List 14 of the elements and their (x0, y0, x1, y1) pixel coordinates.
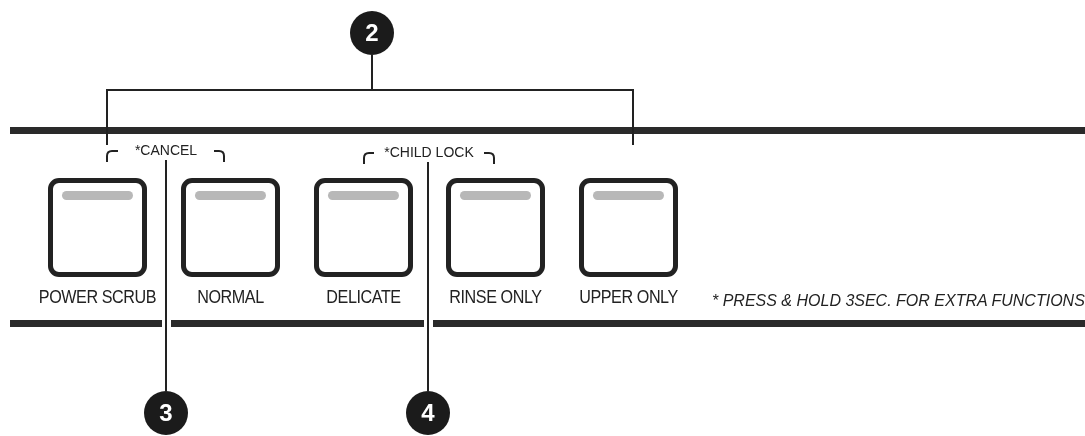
button-label: POWER SCRUB (38, 286, 157, 308)
button-label: RINSE ONLY (448, 286, 543, 308)
leader-line (165, 159, 167, 392)
leader-line (106, 54, 634, 146)
instruction-note: * PRESS & HOLD 3SEC. FOR EXTRA FUNCTIONS (712, 292, 1085, 310)
button-label: NORMAL (196, 286, 265, 308)
leader-line (427, 161, 429, 392)
function-label: *CANCEL (118, 140, 214, 160)
function-label: *CHILD LOCK (370, 142, 488, 162)
button-label: DELICATE (325, 286, 402, 308)
callout-number: 2 (350, 11, 394, 55)
callout-number: 3 (144, 391, 188, 435)
button-label: UPPER ONLY (578, 286, 679, 308)
callout-number: 4 (406, 391, 450, 435)
